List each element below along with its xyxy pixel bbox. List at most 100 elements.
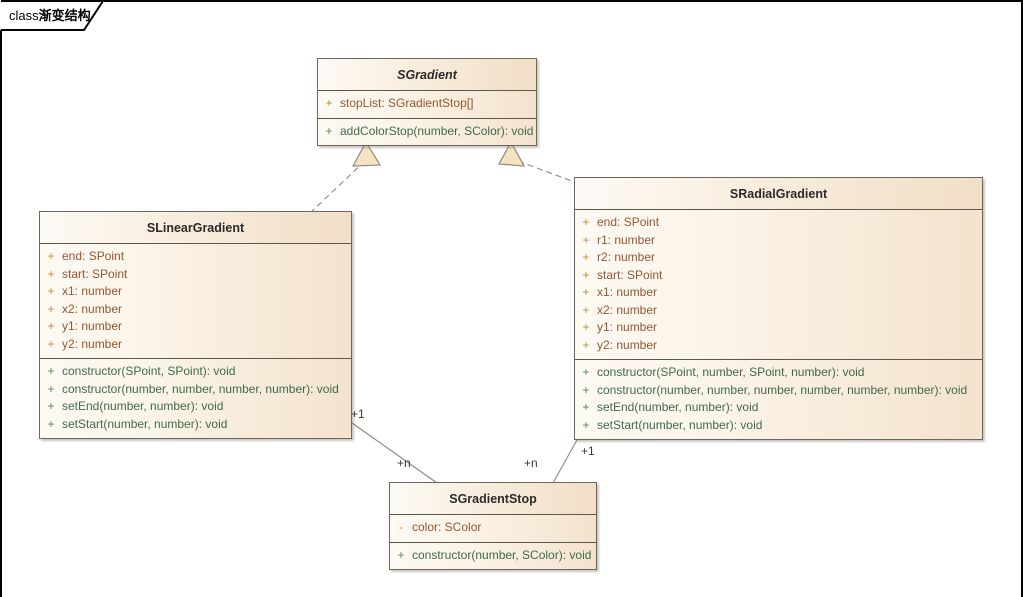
attribute-label: y1: number <box>597 320 658 334</box>
visibility-marker: + <box>582 285 590 299</box>
attribute-row[interactable]: + r2: number <box>575 249 982 267</box>
attribute-label: r2: number <box>597 250 656 264</box>
visibility-marker: + <box>47 249 55 263</box>
visibility-marker: + <box>47 301 55 316</box>
class-box-slineargradient[interactable]: SLinearGradient + end: SPoint + start: S… <box>39 211 352 439</box>
operation-row[interactable]: + constructor(SPoint, number, SPoint, nu… <box>575 364 982 382</box>
operation-row[interactable]: + addColorStop(number, SColor): void <box>318 123 536 141</box>
attribute-label: color: SColor <box>412 520 482 534</box>
diagram-title-prefix: class <box>9 8 39 23</box>
operations-section-sgradientstop: + constructor(number, SColor): void <box>390 541 596 570</box>
relationship-radial-stops <box>552 439 578 484</box>
visibility-marker: + <box>582 302 590 317</box>
association-line-radial-stops <box>552 439 578 484</box>
realization-line-radial <box>517 160 581 185</box>
operation-row[interactable]: + constructor(SPoint, SPoint): void <box>40 363 351 381</box>
attribute-label: x1: number <box>597 285 658 299</box>
multiplicity-label-linear-target: +n <box>397 456 411 470</box>
diagram-title-name: 渐变结构 <box>38 8 91 23</box>
visibility-marker: + <box>47 399 55 413</box>
class-box-sgradient[interactable]: SGradient + stopList: SGradientStop[] + … <box>317 58 537 146</box>
operation-label: constructor(SPoint, number, SPoint, numb… <box>597 365 865 379</box>
attributes-section-slineargradient: + end: SPoint + start: SPoint + x1: numb… <box>40 244 351 358</box>
attribute-row[interactable]: + end: SPoint <box>575 214 982 232</box>
attribute-label: x2: number <box>62 301 123 316</box>
frame-left-border <box>0 30 2 597</box>
operation-row[interactable]: + constructor(number, number, number, nu… <box>40 381 351 399</box>
attribute-row[interactable]: + stopList: SGradientStop[] <box>318 95 536 113</box>
operations-section-slineargradient: + constructor(SPoint, SPoint): void + co… <box>40 358 351 438</box>
visibility-marker: + <box>325 96 333 110</box>
attribute-row[interactable]: + start: SPoint <box>575 267 982 285</box>
attribute-row[interactable]: + r1: number <box>575 232 982 250</box>
operation-label: setStart(number, number): void <box>597 417 763 432</box>
multiplicity-label-radial-target: +n <box>524 456 538 470</box>
relationship-radial-realizes-gradient <box>498 140 581 185</box>
visibility-marker: + <box>582 215 590 229</box>
visibility-marker: + <box>582 382 590 397</box>
attribute-label: end: SPoint <box>62 249 125 263</box>
attribute-row[interactable]: + x2: number <box>40 301 351 319</box>
operation-label: constructor(number, number, number, numb… <box>597 382 968 397</box>
visibility-marker: + <box>47 336 55 351</box>
attribute-row[interactable]: + y1: number <box>575 319 982 337</box>
class-box-sradialgradient[interactable]: SRadialGradient + end: SPoint + r1: numb… <box>574 177 983 440</box>
title-tab-shape <box>1 0 104 31</box>
visibility-marker: + <box>47 364 55 378</box>
attribute-label: y1: number <box>62 319 123 333</box>
relationship-linear-stops <box>351 422 438 484</box>
attribute-row[interactable]: + y1: number <box>40 318 351 336</box>
attribute-row[interactable]: + x1: number <box>40 283 351 301</box>
attributes-section-sradialgradient: + end: SPoint + r1: number + r2: number … <box>575 210 982 359</box>
operation-row[interactable]: + setStart(number, number): void <box>40 416 351 434</box>
operation-row[interactable]: + setEnd(number, number): void <box>575 399 982 417</box>
visibility-marker: + <box>582 337 590 352</box>
class-box-sgradientstop[interactable]: SGradientStop - color: SColor + construc… <box>389 482 597 570</box>
visibility-marker: + <box>582 400 590 414</box>
operations-section-sradialgradient: + constructor(SPoint, number, SPoint, nu… <box>575 359 982 439</box>
attribute-label: x1: number <box>62 284 123 298</box>
visibility-marker: + <box>47 416 55 431</box>
attribute-row[interactable]: + start: SPoint <box>40 266 351 284</box>
operation-row[interactable]: + setEnd(number, number): void <box>40 398 351 416</box>
class-name-sgradientstop: SGradientStop <box>390 483 596 515</box>
operation-label: constructor(number, SColor): void <box>412 547 592 562</box>
attribute-row[interactable]: + y2: number <box>575 337 982 355</box>
attribute-label: r1: number <box>597 232 656 247</box>
attribute-row[interactable]: + end: SPoint <box>40 248 351 266</box>
diagram-title-label: class渐变结构 <box>9 5 91 24</box>
operation-row[interactable]: + constructor(number, number, number, nu… <box>575 382 982 400</box>
visibility-marker: + <box>582 250 590 264</box>
operation-label: setEnd(number, number): void <box>597 400 759 414</box>
visibility-marker: + <box>582 267 590 282</box>
attribute-row[interactable]: - color: SColor <box>390 519 596 537</box>
operation-label: addColorStop(number, SColor): void <box>340 123 534 138</box>
attribute-label: end: SPoint <box>597 215 660 229</box>
frame-right-border <box>1021 0 1023 597</box>
multiplicity-label-radial-source: +1 <box>581 444 595 458</box>
visibility-marker: + <box>397 547 405 562</box>
attribute-row[interactable]: + y2: number <box>40 336 351 354</box>
operation-row[interactable]: + setStart(number, number): void <box>575 417 982 435</box>
operation-row[interactable]: + constructor(number, SColor): void <box>390 547 596 565</box>
visibility-marker: + <box>47 284 55 298</box>
attribute-row[interactable]: + x2: number <box>575 302 982 320</box>
operation-label: setStart(number, number): void <box>62 416 228 431</box>
visibility-marker: + <box>582 365 590 379</box>
visibility-marker: + <box>582 417 590 432</box>
association-line-linear-stops <box>351 422 438 484</box>
operation-label: constructor(number, number, number, numb… <box>62 381 339 396</box>
operation-label: setEnd(number, number): void <box>62 399 224 413</box>
visibility-marker: + <box>47 381 55 396</box>
operations-section-sgradient: + addColorStop(number, SColor): void <box>318 117 536 146</box>
attributes-section-sgradientstop: - color: SColor <box>390 515 596 542</box>
attribute-label: x2: number <box>597 302 658 317</box>
attribute-label: y2: number <box>597 337 658 352</box>
class-name-sradialgradient: SRadialGradient <box>575 178 982 210</box>
class-name-slineargradient: SLinearGradient <box>40 212 351 244</box>
visibility-marker: + <box>325 123 333 138</box>
attributes-section-sgradient: + stopList: SGradientStop[] <box>318 91 536 118</box>
visibility-marker: + <box>47 266 55 281</box>
attribute-row[interactable]: + x1: number <box>575 284 982 302</box>
